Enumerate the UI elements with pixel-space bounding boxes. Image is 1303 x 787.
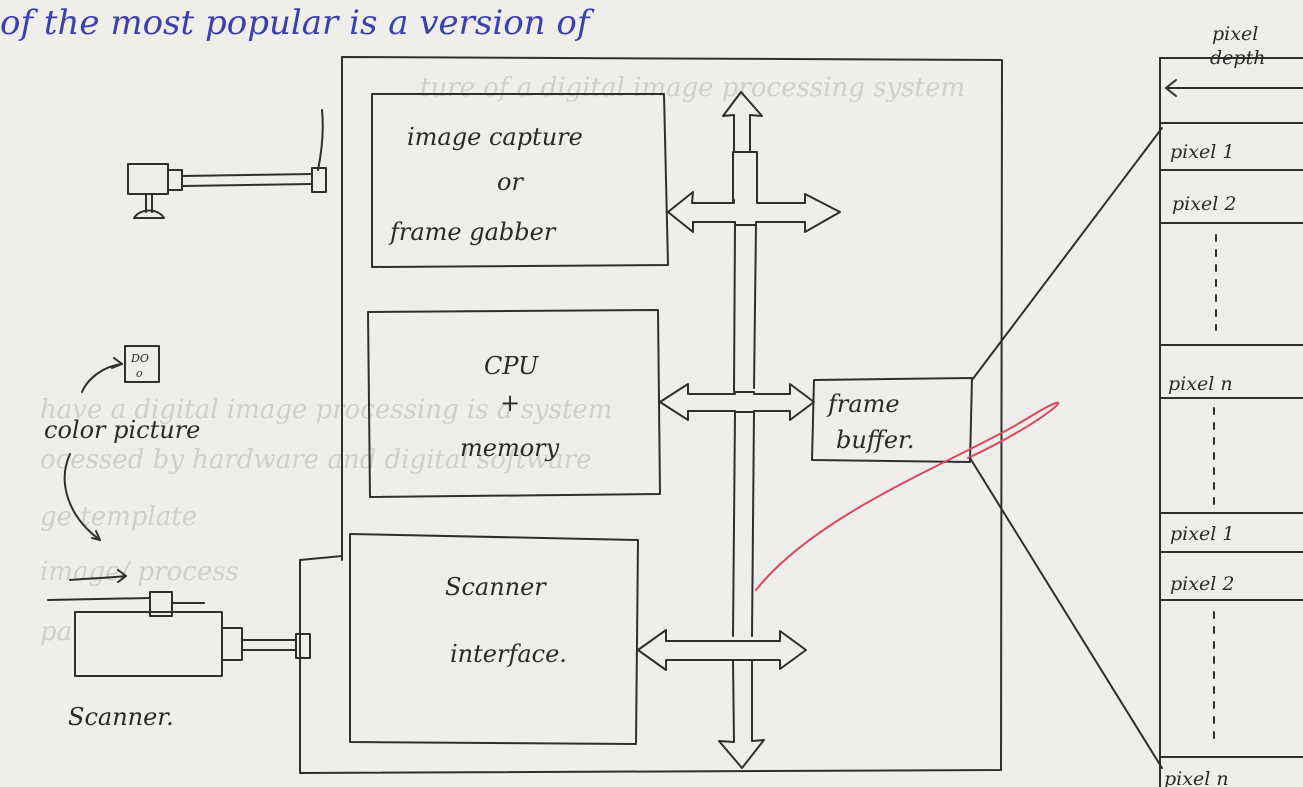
scanner-interface-label-2: interface. — [450, 640, 567, 668]
pixel-cell-6: pixel n — [1164, 768, 1229, 787]
pixel-depth-label-1: pixel — [1212, 23, 1258, 45]
pixel-memory-column: pixel depth pixel 1 pixel 2 pixel n pixe… — [1159, 23, 1303, 787]
pixel-cell-3: pixel n — [1168, 373, 1233, 395]
camera-icon — [127, 109, 327, 219]
header-text: of the most popular is a version of — [0, 3, 595, 43]
frame-buffer-link-top — [971, 127, 1163, 381]
faint-line-2: have a digital image processing is a sys… — [40, 395, 612, 425]
system-bus — [637, 91, 841, 769]
image-capture-or: or — [497, 168, 524, 196]
image-capture-box: image capture or frame gabber — [371, 93, 669, 268]
color-picture-label: color picture — [44, 416, 200, 444]
faint-background-text: ture of a digital image processing syste… — [40, 73, 965, 647]
color-picture-icon: DO o color picture — [44, 345, 200, 583]
frame-buffer-label-1: frame — [826, 390, 900, 418]
cpu-label: CPU — [484, 352, 539, 380]
image-capture-label: image capture — [407, 123, 583, 151]
frame-grabber-label: frame gabber — [388, 218, 557, 246]
scanner-label: Scanner. — [68, 703, 174, 731]
pixel-cell-5: pixel 2 — [1170, 573, 1234, 595]
pixel-cell-2: pixel 2 — [1172, 193, 1236, 215]
cpu-memory-box: CPU + memory — [367, 309, 661, 498]
scanner-interface-label-1: Scanner — [445, 573, 547, 601]
red-arrow-line — [755, 401, 1060, 591]
memory-label: memory — [460, 434, 560, 462]
cpu-plus: + — [500, 389, 520, 417]
pixel-cell-1: pixel 1 — [1170, 141, 1234, 163]
faint-line-6: pa — [40, 617, 72, 647]
faint-line-3: ocessed by hardware and digital software — [40, 445, 592, 475]
svg-text:o: o — [136, 367, 143, 380]
pixel-depth-label-2: depth — [1210, 47, 1265, 69]
frame-buffer-link-bottom — [969, 457, 1163, 769]
frame-buffer-box: frame buffer. — [811, 377, 973, 463]
scanner-icon: Scanner. — [47, 591, 311, 731]
scanner-interface-box: Scanner interface. — [349, 533, 639, 745]
faint-line-5: image/ process — [40, 557, 239, 587]
svg-text:DO: DO — [130, 352, 149, 365]
faint-line-1: ture of a digital image processing syste… — [420, 73, 965, 103]
faint-line-4: ge template — [40, 502, 197, 532]
pixel-cell-4: pixel 1 — [1170, 523, 1234, 545]
frame-buffer-label-2: buffer. — [836, 426, 915, 454]
